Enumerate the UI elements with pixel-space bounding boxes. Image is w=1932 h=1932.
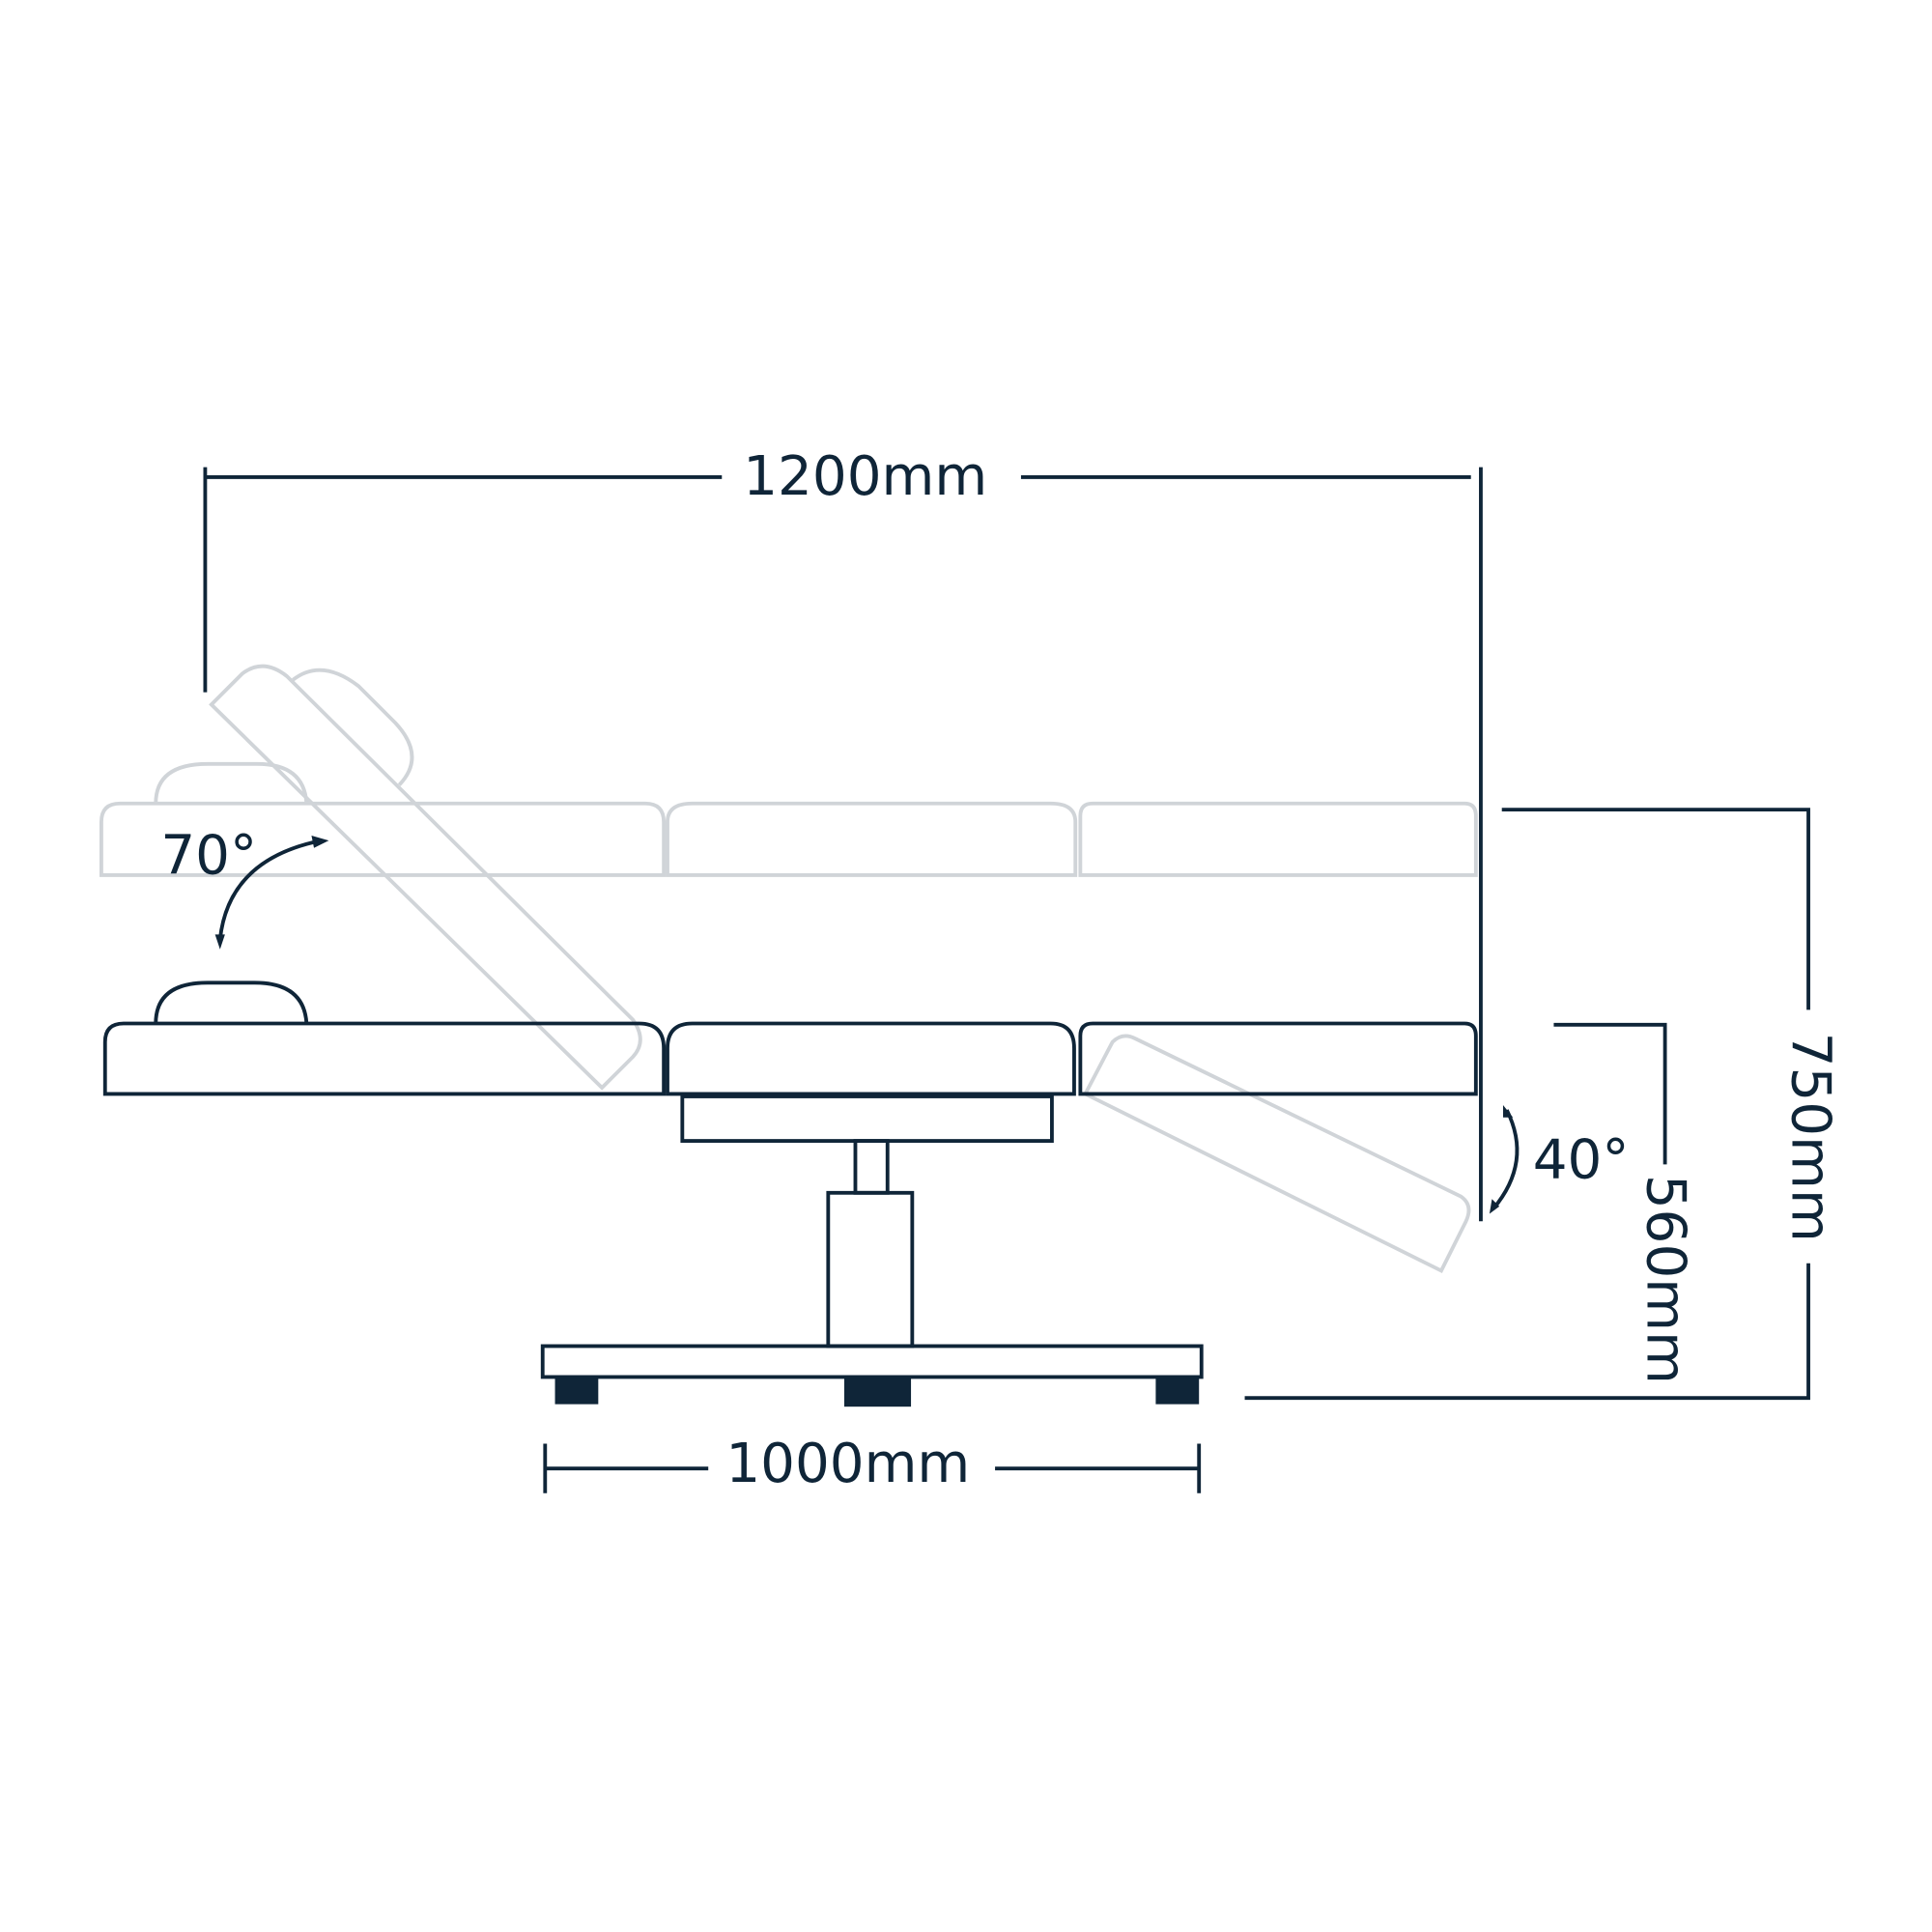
dimension-560: 560mm (1553, 1022, 1697, 1384)
label-750mm: 750mm (1778, 1033, 1841, 1242)
raised-bed-outline (99, 761, 1478, 877)
angle-40: 40° (1489, 1104, 1630, 1214)
label-560mm: 560mm (1634, 1175, 1697, 1384)
label-1200mm: 1200mm (743, 445, 987, 508)
bed-main (102, 980, 1478, 1407)
dimension-750: 750mm (1244, 808, 1841, 1401)
arrowhead-icon (1489, 1199, 1500, 1214)
angle-70: 70° (160, 825, 329, 950)
arrowhead-icon (1502, 1104, 1514, 1118)
label-70deg: 70° (160, 825, 257, 888)
dimension-1000: 1000mm (543, 1433, 1202, 1495)
arrowhead-icon (214, 934, 225, 950)
arrowhead-icon (311, 836, 329, 848)
tilted-legrest-outline (1082, 1034, 1471, 1273)
tilted-backrest-outline (209, 664, 642, 1091)
label-1000mm: 1000mm (725, 1433, 970, 1495)
dimension-1200: 1200mm (203, 445, 1483, 1222)
label-40deg: 40° (1533, 1128, 1630, 1191)
